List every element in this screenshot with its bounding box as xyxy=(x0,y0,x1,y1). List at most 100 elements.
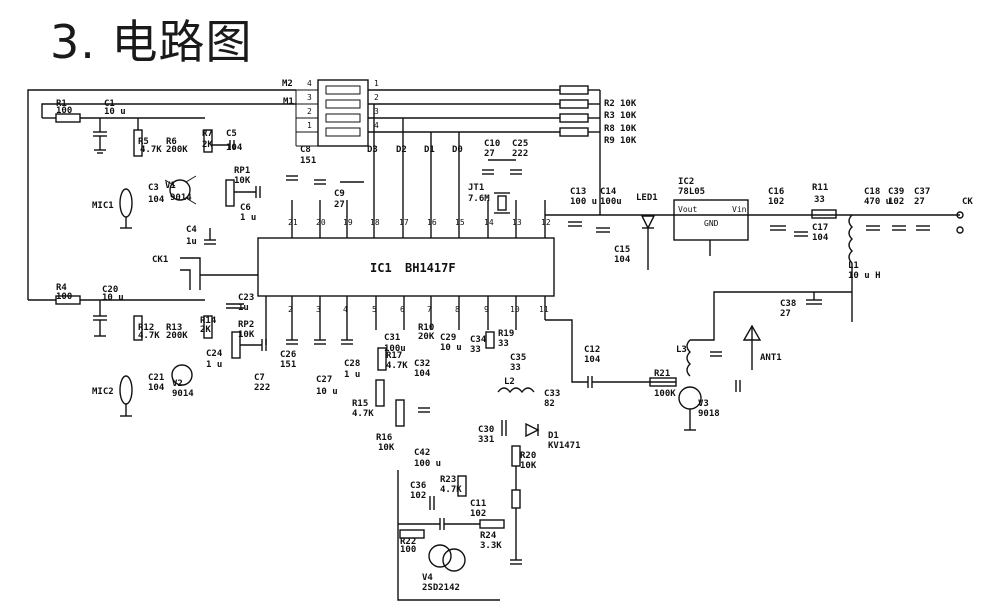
cap-value: 100u xyxy=(600,197,622,207)
cap-value: 33 xyxy=(470,345,481,355)
pin-label: 12 xyxy=(541,218,551,227)
cap-ref: C10 xyxy=(484,139,500,149)
cap-value: 470 u xyxy=(864,197,891,207)
cap-value: 102 xyxy=(768,197,784,207)
cap-value: 100 u xyxy=(414,459,441,469)
resistor-value: 10K xyxy=(620,136,637,146)
ic1-top-pins: 21 20 19 18 17 16 15 14 13 12 xyxy=(288,140,551,238)
power-section: C13 100 u C14 100u C15 104 LED1 IC2 78L0… xyxy=(545,177,973,322)
cap-ref: C5 xyxy=(226,129,237,139)
inductor-ref: L1 xyxy=(848,261,859,271)
ic1-ref: IC1 xyxy=(370,261,392,275)
resistor-ref: R3 xyxy=(604,111,615,121)
transistor-ref: V4 xyxy=(422,573,433,583)
inductor-ref: L2 xyxy=(504,377,515,387)
resistor-value: 4.7K xyxy=(352,409,374,419)
pin-label: 19 xyxy=(343,218,353,227)
pin-label: 4 xyxy=(307,79,312,88)
cap-value: 1u xyxy=(186,237,197,247)
cap-value: 27 xyxy=(914,197,925,207)
cap-value: 10 u xyxy=(102,293,124,303)
resistor-value: 100 xyxy=(56,106,72,116)
cap-ref: C7 xyxy=(254,373,265,383)
cap-ref: C31 xyxy=(384,333,400,343)
cap-value: 10 u xyxy=(104,107,126,117)
pin-label: 2 xyxy=(374,93,379,102)
cap-value: 222 xyxy=(512,149,528,159)
data-line-label: D1 xyxy=(424,145,435,155)
pin-label: 13 xyxy=(512,218,522,227)
resistor-ref: R21 xyxy=(654,369,670,379)
pin-label: 1 xyxy=(307,121,312,130)
cap-value: 102 xyxy=(470,509,486,519)
pot-ref: RP2 xyxy=(238,320,254,330)
transistor-part: 2SD2142 xyxy=(422,583,460,593)
resistor-ref: R15 xyxy=(352,399,368,409)
cap-value: 27 xyxy=(334,200,345,210)
cap-value: 222 xyxy=(254,383,270,393)
antenna-ref: ANT1 xyxy=(760,353,782,363)
left-audio-channel: R1 100 C1 10 u R5 4.7K R6 200K R7 2K C5 … xyxy=(27,89,296,300)
cap-value: 104 xyxy=(148,195,165,205)
pin-label: 21 xyxy=(288,218,298,227)
resistor-ref: R6 xyxy=(166,137,177,147)
cap-value: 1 u xyxy=(206,360,222,370)
cap-ref: C25 xyxy=(512,139,528,149)
resistor-value: 2K xyxy=(202,140,213,150)
resistor-value: 20K xyxy=(418,332,435,342)
resistor-ref: R24 xyxy=(480,531,497,541)
pin-label: 3 xyxy=(374,107,379,116)
bottom-pin-components: C26 151 C27 10 u C28 1 u C31 100u R10 20… xyxy=(280,323,581,509)
cap-ref: C28 xyxy=(344,359,360,369)
cap-ref: C34 xyxy=(470,335,487,345)
resistor-ref: R17 xyxy=(386,351,402,361)
cap-ref: C26 xyxy=(280,350,296,360)
resistor-value: 100K xyxy=(654,389,676,399)
v4-stage: R23 4.7K C36 102 C11 102 R24 3.3K R22 10… xyxy=(397,470,522,601)
regulator-body xyxy=(673,199,749,241)
cap-value: 1 u xyxy=(344,370,360,380)
resistor-ref: R7 xyxy=(202,129,213,139)
transistor-ref: V1 xyxy=(165,181,176,191)
cap-ref: C42 xyxy=(414,448,430,458)
audio-jack: CK1 xyxy=(152,255,258,290)
transistor-part: 9014 xyxy=(172,389,194,399)
cap-value: 27 xyxy=(484,149,495,159)
cap-ref: C30 xyxy=(478,425,494,435)
transistor-part: 9014 xyxy=(170,193,192,203)
pin-label: 10 xyxy=(510,305,520,314)
pot-value: 10K xyxy=(234,176,251,186)
cap-ref: C18 xyxy=(864,187,880,197)
resistor-ref: R8 xyxy=(604,124,615,134)
resistor-value: 2K xyxy=(200,325,211,335)
right-audio-channel: R4 100 C20 10 u R12 4.7K R13 200K R14 2K… xyxy=(28,283,270,417)
resistor-ref: R4 xyxy=(56,283,67,293)
cap-ref: C23 xyxy=(238,293,254,303)
resistor-ref: R9 xyxy=(604,136,615,146)
resistor-value: 100 xyxy=(400,545,416,555)
pin-label: 4 xyxy=(343,305,348,314)
cap-ref: C17 xyxy=(812,223,828,233)
cap-value: 104 xyxy=(614,255,631,265)
pin-label: 16 xyxy=(427,218,437,227)
pin-label: 3 xyxy=(307,93,312,102)
transistor-part: 9018 xyxy=(698,409,720,419)
switch-ref-bottom: M1 xyxy=(283,97,294,107)
cap-ref: C24 xyxy=(206,349,223,359)
cap-value: 100u xyxy=(384,344,406,354)
power-connector-label: CK xyxy=(962,197,973,207)
resistor-ref: R22 xyxy=(400,537,416,547)
pin-label: 17 xyxy=(399,218,409,227)
pin-label: 11 xyxy=(539,305,549,314)
resistor-ref: R13 xyxy=(166,323,182,333)
page-title: 3. 电路图 xyxy=(50,15,253,69)
regulator-part: 78L05 xyxy=(678,187,705,197)
resistor-value: 10K xyxy=(378,443,395,453)
ic1-part: BH1417F xyxy=(405,261,456,275)
resistor-value: 4.7K xyxy=(140,145,162,155)
cap-ref: C36 xyxy=(410,481,426,491)
resistor-value: 4.7K xyxy=(138,331,160,341)
cap-value: 33 xyxy=(510,363,521,373)
cap-ref: C16 xyxy=(768,187,784,197)
